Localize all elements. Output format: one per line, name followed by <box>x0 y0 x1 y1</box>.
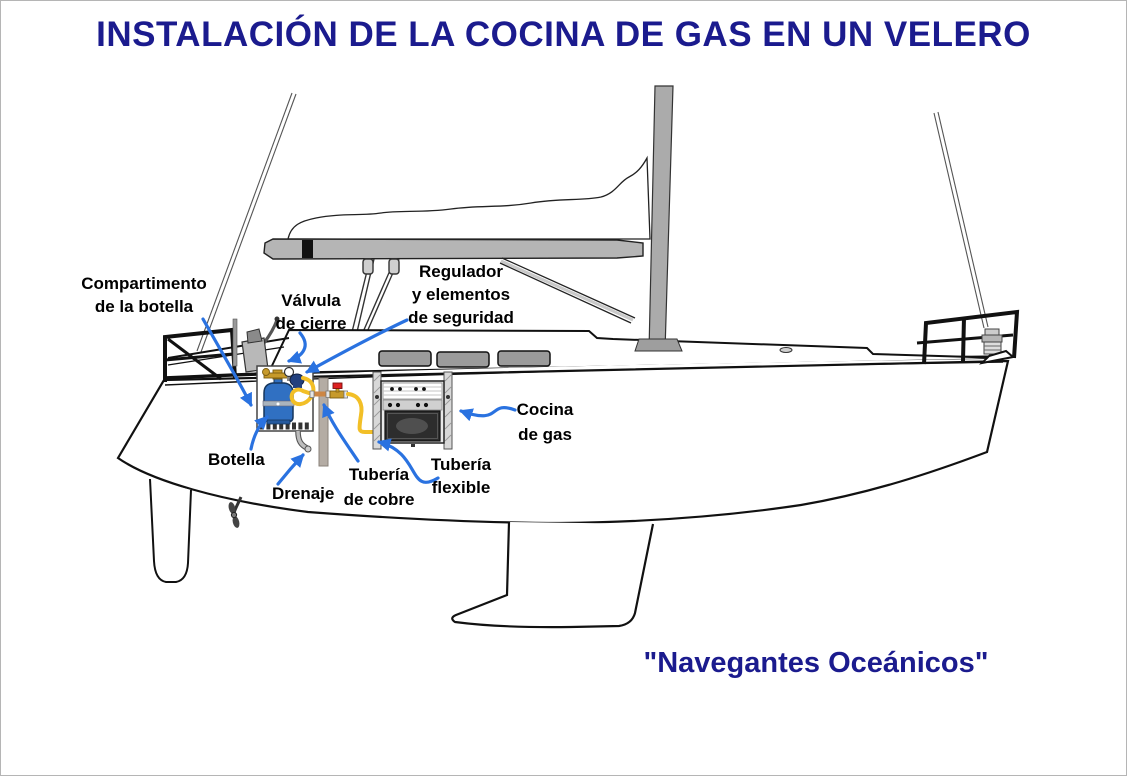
bottle-valve <box>262 368 292 380</box>
galley-bulkhead <box>318 377 329 467</box>
mast <box>648 85 674 352</box>
boom-band <box>302 240 313 258</box>
label-valvula: Válvula de cierre <box>275 291 347 333</box>
oven-window <box>396 418 428 434</box>
arrow-drenaje <box>276 453 305 486</box>
label-compartimento: Compartimento de la botella <box>81 274 207 316</box>
rudder <box>149 478 192 583</box>
label-tuberia-flexible: Tubería flexible <box>430 455 492 497</box>
gas-stove <box>372 371 453 450</box>
forestay <box>933 111 989 329</box>
propeller <box>228 496 243 528</box>
shutoff-valve <box>329 382 348 399</box>
cabin-windows <box>378 350 551 368</box>
arrow-tuberia-flexible <box>377 438 440 484</box>
arrow-botella <box>249 415 269 451</box>
deck-fitting <box>779 347 793 353</box>
backstay <box>196 92 297 353</box>
label-botella: Botella <box>208 450 265 469</box>
label-cocina: Cocina de gas <box>516 400 574 444</box>
arrow-valvula <box>287 331 307 364</box>
hose-loop <box>289 376 316 406</box>
stern-pole <box>232 318 238 367</box>
gas-bottle <box>262 376 295 425</box>
label-drenaje: Drenaje <box>272 484 335 503</box>
bow-fitting <box>978 349 1016 365</box>
boom <box>263 238 644 260</box>
arrow-tuberia-cobre <box>322 403 360 463</box>
flexible-hose <box>346 392 379 434</box>
furled-sail <box>287 155 651 240</box>
cabin-window <box>436 351 490 368</box>
cabin-window <box>378 350 432 367</box>
mast-step <box>634 338 683 352</box>
outboard-motor <box>241 316 280 373</box>
page-title: INSTALACIÓN DE LA COCINA DE GAS EN UN VE… <box>96 15 1031 54</box>
cabin-window <box>497 350 551 367</box>
mainsheet-blocks <box>351 258 400 333</box>
credit-text: "Navegantes Oceánicos" <box>643 647 989 679</box>
callout-arrows <box>201 317 517 486</box>
boom-vang <box>499 257 636 324</box>
pressure-gauge <box>283 366 295 381</box>
oven-door <box>384 410 441 442</box>
arrow-compartimento <box>201 317 253 407</box>
keel <box>451 521 655 629</box>
arrow-regulador <box>305 318 409 374</box>
arrow-cocina <box>459 406 517 422</box>
label-regulador: Regulador y elementos de seguridad <box>408 262 514 327</box>
drain-hose <box>295 430 312 453</box>
label-tuberia-cobre: Tubería de cobre <box>343 465 415 509</box>
